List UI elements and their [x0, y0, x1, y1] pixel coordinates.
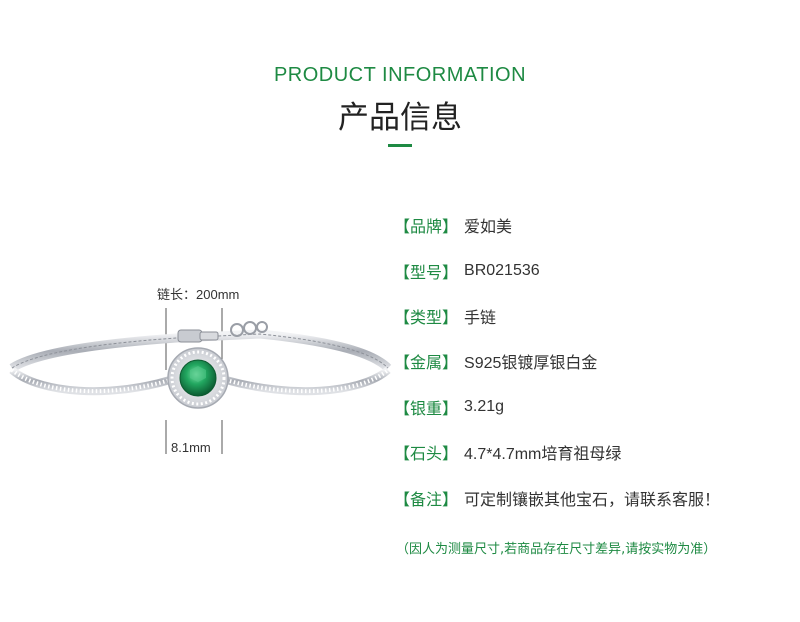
spec-row-metal: 【金属】 S925银镀厚银白金 — [394, 348, 597, 374]
header-title-cn: 产品信息 — [338, 100, 462, 136]
spec-value: S925银镀厚银白金 — [464, 355, 598, 372]
spec-row-weight: 【银重】 3.21g — [394, 394, 504, 420]
spec-key: 【银重】 — [394, 399, 459, 418]
spec-value: 3.21g — [464, 398, 505, 415]
spec-value: 可定制镶嵌其他宝石，请联系客服！ — [464, 492, 721, 509]
spec-row-model: 【型号】 BR021536 — [394, 258, 540, 284]
header-divider — [388, 144, 412, 147]
bracelet-illustration — [9, 308, 392, 454]
spec-row-type: 【类型】 手链 — [394, 303, 496, 329]
pendant-width-label: 8.1mm — [171, 440, 211, 455]
chain-length-label: 链长：200mm — [157, 287, 240, 302]
spec-row-stone: 【石头】 4.7*4.7mm培育祖母绿 — [394, 439, 621, 465]
spec-key: 【品牌】 — [394, 217, 459, 236]
emerald-pendant — [167, 347, 229, 409]
spec-value: 4.7*4.7mm培育祖母绿 — [464, 446, 622, 463]
spec-row-remark: 【备注】 可定制镶嵌其他宝石，请联系客服！ — [394, 485, 720, 511]
product-figure: 链长：200mm 8.1mm — [0, 270, 400, 470]
spec-value: 手链 — [464, 310, 497, 327]
spec-value: 爱如美 — [464, 219, 513, 236]
spec-key: 【备注】 — [394, 490, 459, 509]
spec-key: 【型号】 — [394, 263, 459, 282]
spec-key: 【石头】 — [394, 444, 459, 463]
spec-key: 【类型】 — [394, 308, 459, 327]
clasp — [177, 321, 268, 343]
spec-key: 【金属】 — [394, 353, 459, 372]
spec-row-brand: 【品牌】 爱如美 — [394, 212, 512, 238]
spec-value: BR021536 — [464, 262, 540, 279]
measurement-note: （因人为测量尺寸,若商品存在尺寸差异,请按实物为准） — [396, 542, 717, 557]
header-title-en: PRODUCT INFORMATION — [273, 64, 527, 86]
